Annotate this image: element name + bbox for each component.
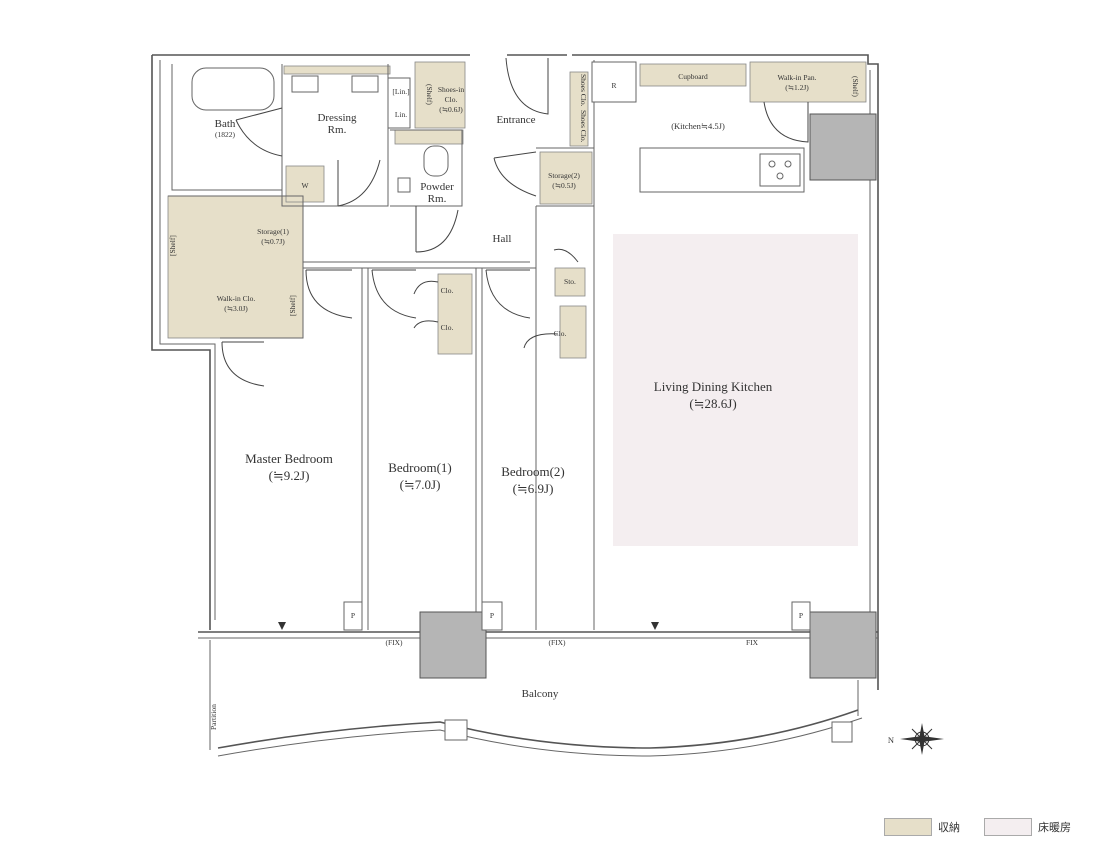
label-master-bedroom-size: (≒9.2J) [269, 468, 310, 483]
bathtub [191, 67, 275, 111]
compass-icon [900, 723, 944, 755]
label-bedroom-1: Bedroom(1) [388, 460, 452, 475]
label-kitchen: (Kitchen≒4.5J) [671, 121, 725, 131]
label-shelf-shoes: (Shelf) [425, 84, 434, 105]
legend-floor-heating-swatch [984, 818, 1032, 836]
label-shelf-pan: (Shelf) [851, 76, 860, 97]
label-entrance: Entrance [496, 114, 535, 126]
label-powder: Powder [420, 181, 454, 193]
label-hall: Hall [493, 233, 512, 245]
label-dressing: Dressing [317, 112, 357, 124]
label-shoes-in-clo: Clo. [445, 95, 458, 104]
interior-walls [168, 60, 595, 630]
label-north: N [888, 735, 894, 745]
label-p-2: P [490, 611, 494, 620]
label-clo-3: Clo. [554, 329, 567, 338]
label-lin-1: [Lin.] [392, 87, 409, 96]
label-storage-1: Storage(1) [257, 227, 289, 236]
label-cupboard: Cupboard [678, 72, 708, 81]
legend-storage-label: 収納 [938, 821, 960, 834]
column-balcony-1 [419, 611, 487, 679]
refrigerator [591, 61, 637, 103]
label-dressing-rm: Rm. [328, 124, 347, 136]
legend-floor-heating: 床暖房 [984, 818, 1071, 836]
label-shoes-clo-2: Shoes Clo. [579, 110, 588, 143]
label-shelf-right: [Shelf] [288, 295, 297, 316]
label-sto: Sto. [564, 277, 576, 286]
label-walkin: Walk-in Clo. [217, 294, 256, 303]
stove [759, 153, 801, 187]
column-kitchen [809, 113, 877, 181]
label-r: R [611, 81, 616, 90]
washbasin-2 [351, 75, 379, 93]
label-bedroom-1-size: (≒7.0J) [400, 477, 441, 492]
label-p-1: P [351, 611, 355, 620]
label-balcony: Balcony [522, 688, 559, 700]
window-marker-2 [651, 622, 659, 630]
label-bedroom-2: Bedroom(2) [501, 464, 565, 479]
label-bath: Bath [215, 118, 236, 130]
label-storage-2-size: (≒0.5J) [552, 181, 576, 190]
label-walkin-size: (≒3.0J) [224, 304, 248, 313]
window-marker-1 [278, 622, 286, 630]
label-bath-size: (1822) [215, 130, 235, 139]
label-fix-1: (FIX) [385, 638, 403, 647]
legend-storage-swatch [884, 818, 932, 836]
label-walkin-pan-size: (≒1.2J) [785, 83, 809, 92]
label-w: W [301, 181, 309, 190]
label-storage-2: Storage(2) [548, 171, 580, 180]
label-shoes-in-size: (≒0.6J) [439, 105, 463, 114]
label-partition: Partition [209, 704, 218, 730]
label-bedroom-2-size: (≒6.9J) [513, 481, 554, 496]
outer-walls [151, 54, 879, 757]
label-clo-2: Clo. [441, 323, 454, 332]
label-walkin-pan: Walk-in Pan. [778, 73, 817, 82]
label-master-bedroom: Master Bedroom [245, 451, 333, 466]
column-balcony-2 [809, 611, 877, 679]
doors [221, 57, 809, 387]
label-fix-2: (FIX) [548, 638, 566, 647]
toilet [423, 145, 449, 177]
label-shelf-left: [Shelf] [168, 235, 177, 256]
label-shoes-clo-1: Shoes Clo. [579, 74, 588, 107]
sink-powder [397, 177, 411, 193]
storage-areas [167, 61, 867, 359]
label-p-3: P [799, 611, 803, 620]
floor-heating-area [613, 234, 858, 546]
legend-floor-heating-label: 床暖房 [1038, 821, 1071, 834]
label-shoes-in: Shoes-in [438, 85, 465, 94]
label-powder-rm: Rm. [428, 193, 447, 205]
label-ldk-size: (≒28.6J) [689, 396, 736, 411]
label-ldk: Living Dining Kitchen [654, 379, 773, 394]
washbasin [291, 75, 319, 93]
label-clo-1: Clo. [441, 286, 454, 295]
label-fix-3: FIX [746, 638, 759, 647]
legend-storage: 収納 [884, 818, 960, 836]
label-storage-1-size: (≒0.7J) [261, 237, 285, 246]
label-lin-2: Lin. [395, 110, 407, 119]
